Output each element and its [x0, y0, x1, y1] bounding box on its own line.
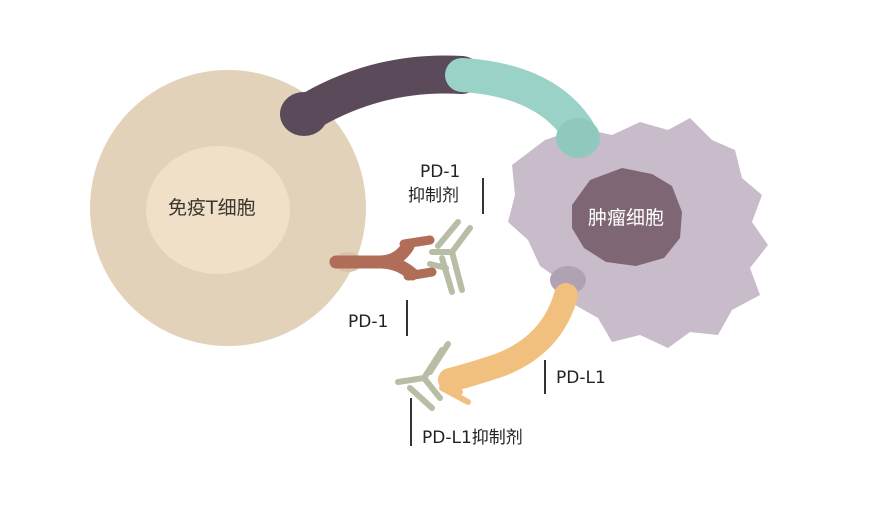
pdl1-ligand-tip: [439, 379, 471, 405]
pdl1-label: PD-L1: [556, 368, 606, 388]
pdl1-ligand: [438, 283, 578, 392]
pdl1-inhibitor-label: PD-L1抑制剂: [422, 428, 523, 448]
pd1-label: PD-1: [348, 312, 389, 332]
tcr-anchor: [280, 92, 328, 136]
pd1-inhibitor-antibody: [427, 219, 473, 295]
pdl1-inhibitor-antibody: [395, 341, 451, 411]
mhc-anchor: [556, 118, 600, 158]
pd1-tick: [406, 300, 408, 336]
t-cell-nucleus: [146, 146, 290, 274]
pd1-inhibitor-label-line2: 抑制剂: [408, 186, 459, 206]
pd1-inhibitor-tick: [482, 178, 484, 214]
tcr-arc-segment: [293, 55, 481, 129]
pdl1-tick: [544, 360, 546, 394]
mhc-arc-segment: [445, 58, 595, 147]
tumor-cell-nucleus: [572, 168, 682, 266]
tumor-cell-label: 肿瘤细胞: [588, 207, 665, 229]
t-cell-label: 免疫T细胞: [168, 197, 256, 219]
pdl1-inhibitor-tick: [410, 398, 412, 446]
pd1-receptor-fork: [399, 235, 437, 281]
pd1-inhibitor-label-line1: PD-1: [420, 162, 461, 182]
